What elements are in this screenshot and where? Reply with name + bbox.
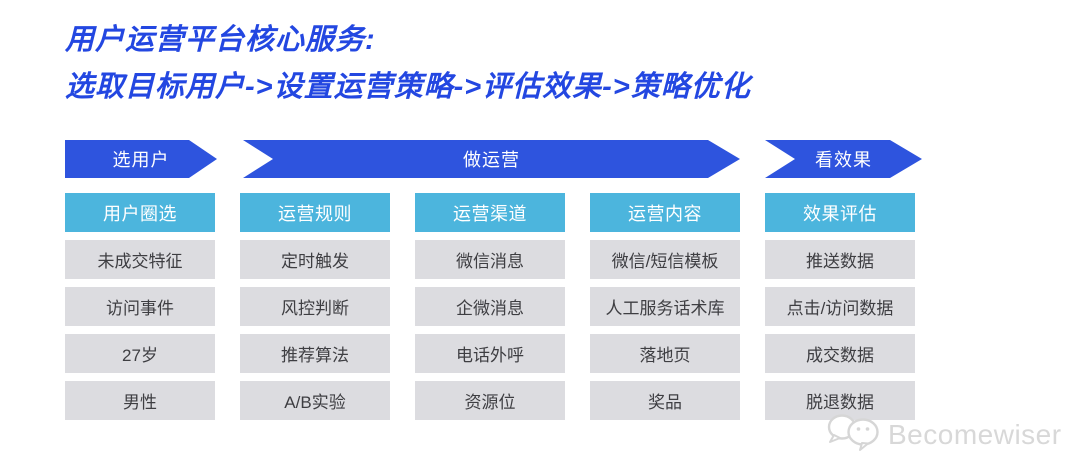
stage-arrow-do-operations: 做运营: [243, 140, 740, 178]
list-item: 风控判断: [240, 287, 390, 326]
list-item: 推荐算法: [240, 334, 390, 373]
stage-arrow-select-users: 选用户: [65, 140, 217, 178]
list-item: 微信消息: [415, 240, 565, 279]
stage-arrow-label: 选用户: [112, 150, 170, 170]
list-item: 男性: [65, 381, 215, 420]
column-operation-channels: 运营渠道 微信消息 企微消息 电话外呼 资源位: [415, 193, 565, 420]
list-item: 未成交特征: [65, 240, 215, 279]
list-item: 奖品: [590, 381, 740, 420]
list-item: 资源位: [415, 381, 565, 420]
brand-watermark: Becomewiser: [826, 412, 1062, 457]
list-item: 企微消息: [415, 287, 565, 326]
list-item: 推送数据: [765, 240, 915, 279]
list-item: 电话外呼: [415, 334, 565, 373]
stage-arrow-label: 看效果: [815, 150, 872, 170]
column-effect-evaluation: 效果评估 推送数据 点击/访问数据 成交数据 脱退数据: [765, 193, 915, 420]
list-item: 脱退数据: [765, 381, 915, 420]
page-title: 用户运营平台核心服务: 选取目标用户->设置运营策略->评估效果->策略优化: [65, 26, 965, 102]
column-header: 运营渠道: [415, 193, 565, 232]
stage-arrow-label: 做运营: [463, 150, 520, 170]
list-item: 微信/短信模板: [590, 240, 740, 279]
list-item: 点击/访问数据: [765, 287, 915, 326]
list-item: 定时触发: [240, 240, 390, 279]
list-item: 落地页: [590, 334, 740, 373]
brand-name: Becomewiser: [888, 418, 1062, 450]
list-item: 访问事件: [65, 287, 215, 326]
wechat-icon: [826, 412, 884, 457]
column-header: 效果评估: [765, 193, 915, 232]
column-operation-rules: 运营规则 定时触发 风控判断 推荐算法 A/B实验: [240, 193, 390, 420]
column-header: 运营内容: [590, 193, 740, 232]
list-item: A/B实验: [240, 381, 390, 420]
title-line-1: 用户运营平台核心服务:: [65, 24, 376, 56]
stage-arrow-see-results: 看效果: [765, 140, 922, 178]
list-item: 人工服务话术库: [590, 287, 740, 326]
column-header: 用户圈选: [65, 193, 215, 232]
column-operation-content: 运营内容 微信/短信模板 人工服务话术库 落地页 奖品: [590, 193, 740, 420]
title-line-2: 选取目标用户->设置运营策略->评估效果->策略优化: [65, 71, 751, 103]
list-item: 成交数据: [765, 334, 915, 373]
list-item: 27岁: [65, 334, 215, 373]
column-header: 运营规则: [240, 193, 390, 232]
column-user-selection: 用户圈选 未成交特征 访问事件 27岁 男性: [65, 193, 215, 420]
